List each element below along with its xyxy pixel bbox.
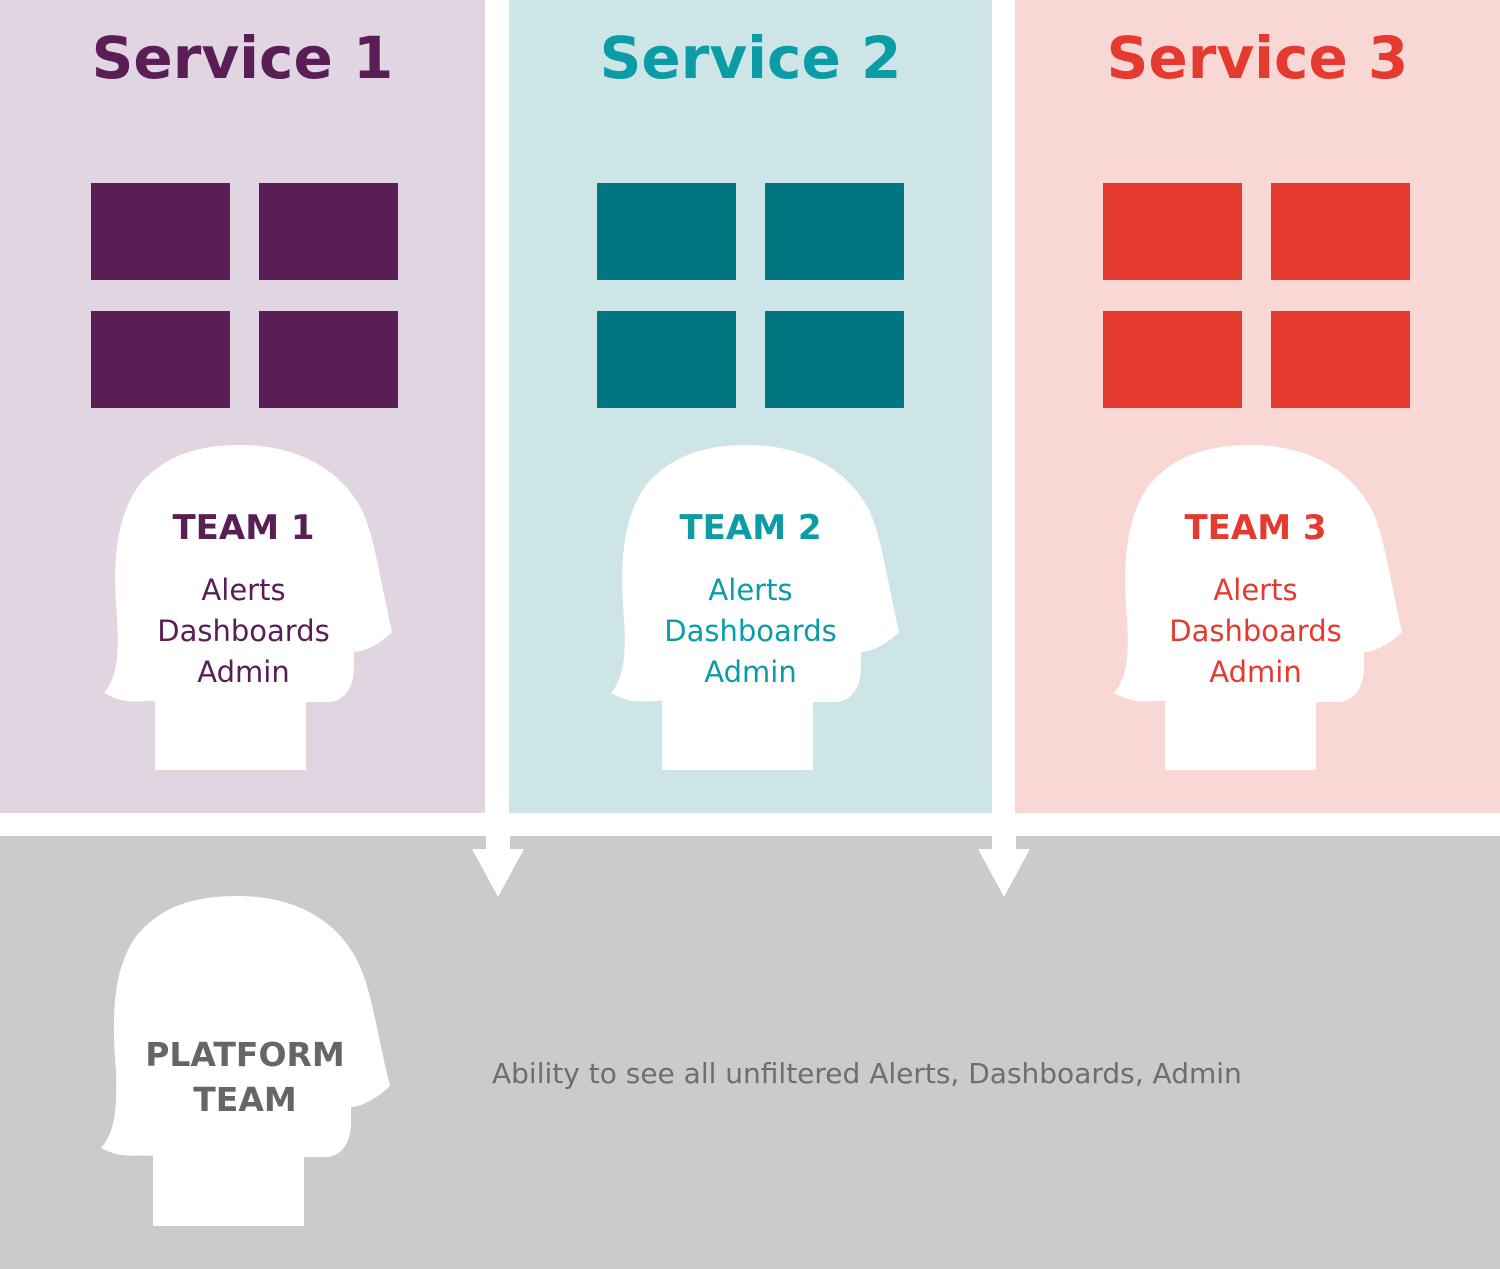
- service-1-block-3: [91, 311, 230, 408]
- team-2-head-icon: [611, 445, 899, 770]
- team-3-info: TEAM 3 Alerts Dashboards Admin: [1013, 500, 1498, 693]
- platform-team-name-line-1: PLATFORM: [145, 1035, 345, 1074]
- service-1-block-2: [259, 183, 398, 280]
- team-1-info: TEAM 1 Alerts Dashboards Admin: [1, 500, 486, 693]
- platform-team-name-line-2: TEAM: [193, 1080, 297, 1119]
- team-2-item-admin: Admin: [704, 655, 797, 689]
- team-1-head-icon: [104, 445, 392, 770]
- service-3-title: Service 3: [1106, 24, 1409, 92]
- team-2-name: TEAM 2: [679, 508, 822, 548]
- service-3-block-1: [1103, 183, 1242, 280]
- team-1-item-alerts: Alerts: [201, 573, 286, 607]
- team-1-name: TEAM 1: [172, 508, 315, 548]
- arrow-down-icon-left: [472, 813, 524, 897]
- service-2-panel: Service 2 TEAM 2 Alerts Dashboards Admin: [509, 0, 992, 813]
- team-1-item-dashboards: Dashboards: [157, 614, 330, 648]
- service-2-title: Service 2: [599, 24, 902, 92]
- platform-description: Ability to see all unfiltered Alerts, Da…: [492, 1057, 1242, 1090]
- team-3-item-alerts: Alerts: [1213, 573, 1298, 607]
- service-3-block-3: [1103, 311, 1242, 408]
- arrow-down-icon-right: [978, 813, 1030, 897]
- platform-team-head-icon: [101, 896, 390, 1226]
- team-3-head-icon: [1114, 445, 1402, 770]
- platform-team-name: PLATFORM TEAM: [120, 1032, 370, 1122]
- service-2-block-3: [597, 311, 736, 408]
- team-3-name: TEAM 3: [1184, 508, 1327, 548]
- service-1-block-4: [259, 311, 398, 408]
- team-3-item-dashboards: Dashboards: [1169, 614, 1342, 648]
- team-3-item-admin: Admin: [1209, 655, 1302, 689]
- service-2-block-1: [597, 183, 736, 280]
- service-1-block-1: [91, 183, 230, 280]
- service-1-title: Service 1: [91, 24, 394, 92]
- service-3-panel: Service 3 TEAM 3 Alerts Dashboards Admin: [1015, 0, 1500, 813]
- team-2-info: TEAM 2 Alerts Dashboards Admin: [509, 500, 992, 693]
- service-3-block-4: [1271, 311, 1410, 408]
- team-2-item-dashboards: Dashboards: [664, 614, 837, 648]
- team-2-item-alerts: Alerts: [708, 573, 793, 607]
- platform-panel: PLATFORM TEAM Ability to see all unfilte…: [0, 836, 1500, 1269]
- team-1-item-admin: Admin: [197, 655, 290, 689]
- service-3-block-2: [1271, 183, 1410, 280]
- service-1-panel: Service 1 TEAM 1 Alerts Dashboards Admin: [0, 0, 485, 813]
- service-2-block-4: [765, 311, 904, 408]
- service-2-block-2: [765, 183, 904, 280]
